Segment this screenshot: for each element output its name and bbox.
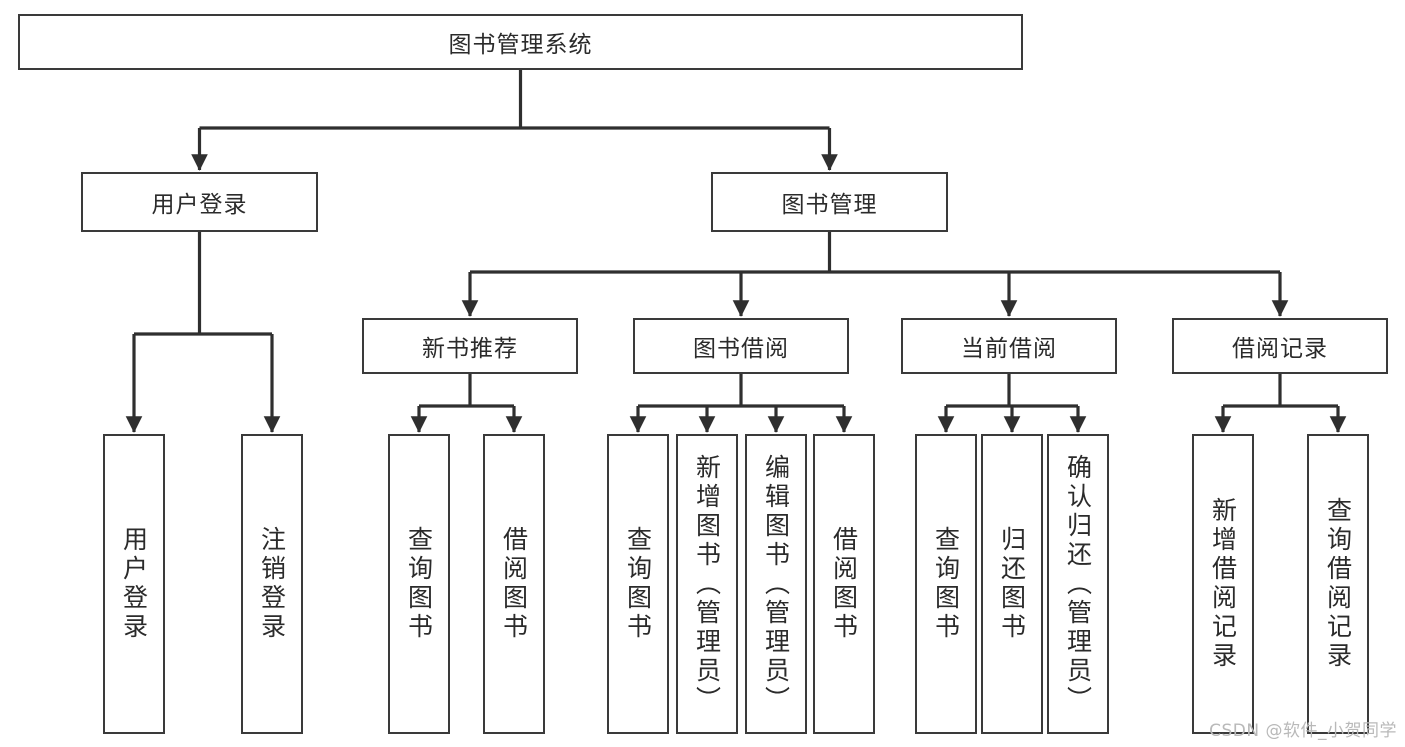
node-label: 图书借阅: [693, 336, 789, 362]
node-label: 新增借阅记录: [1208, 497, 1238, 671]
node-leaf-query-book-rec[interactable]: 查询图书: [388, 434, 450, 734]
node-leaf-return-book[interactable]: 归还图书: [981, 434, 1043, 734]
node-label: 新书推荐: [422, 336, 518, 362]
node-label: 当前借阅: [961, 336, 1057, 362]
node-label: 用户登录: [151, 192, 248, 218]
node-leaf-borrow-book-rec[interactable]: 借阅图书: [483, 434, 545, 734]
node-label: 图书管理: [781, 192, 878, 218]
node-leaf-borrow-book[interactable]: 借阅图书: [813, 434, 875, 734]
node-label: 编辑图书（管理员）: [761, 453, 791, 715]
node-leaf-logout[interactable]: 注销登录: [241, 434, 303, 734]
node-borrow-record[interactable]: 借阅记录: [1172, 318, 1388, 374]
node-label: 新增图书（管理员）: [692, 453, 722, 715]
node-book-manage[interactable]: 图书管理: [711, 172, 948, 232]
node-label: 借阅图书: [499, 526, 529, 642]
node-current-borrow[interactable]: 当前借阅: [901, 318, 1117, 374]
node-label: 注销登录: [257, 526, 287, 642]
node-leaf-query-record[interactable]: 查询借阅记录: [1307, 434, 1369, 734]
node-label: 查询图书: [623, 526, 653, 642]
node-label: 借阅图书: [829, 526, 859, 642]
node-user-login[interactable]: 用户登录: [81, 172, 318, 232]
node-label: 查询图书: [931, 526, 961, 642]
node-leaf-add-record[interactable]: 新增借阅记录: [1192, 434, 1254, 734]
node-label: 确认归还（管理员）: [1063, 453, 1093, 715]
node-label: 借阅记录: [1232, 336, 1328, 362]
node-leaf-edit-book[interactable]: 编辑图书（管理员）: [745, 434, 807, 734]
node-label: 查询图书: [404, 526, 434, 642]
node-label: 图书管理系统: [448, 32, 593, 58]
node-leaf-add-book[interactable]: 新增图书（管理员）: [676, 434, 738, 734]
node-root[interactable]: 图书管理系统: [18, 14, 1023, 70]
node-new-book-rec[interactable]: 新书推荐: [362, 318, 578, 374]
node-label: 归还图书: [997, 526, 1027, 642]
node-book-borrow[interactable]: 图书借阅: [633, 318, 849, 374]
node-leaf-query-book[interactable]: 查询图书: [607, 434, 669, 734]
node-leaf-confirm-return[interactable]: 确认归还（管理员）: [1047, 434, 1109, 734]
node-label: 查询借阅记录: [1323, 497, 1353, 671]
node-leaf-user-login[interactable]: 用户登录: [103, 434, 165, 734]
node-leaf-query-book-cur[interactable]: 查询图书: [915, 434, 977, 734]
node-label: 用户登录: [119, 526, 149, 642]
